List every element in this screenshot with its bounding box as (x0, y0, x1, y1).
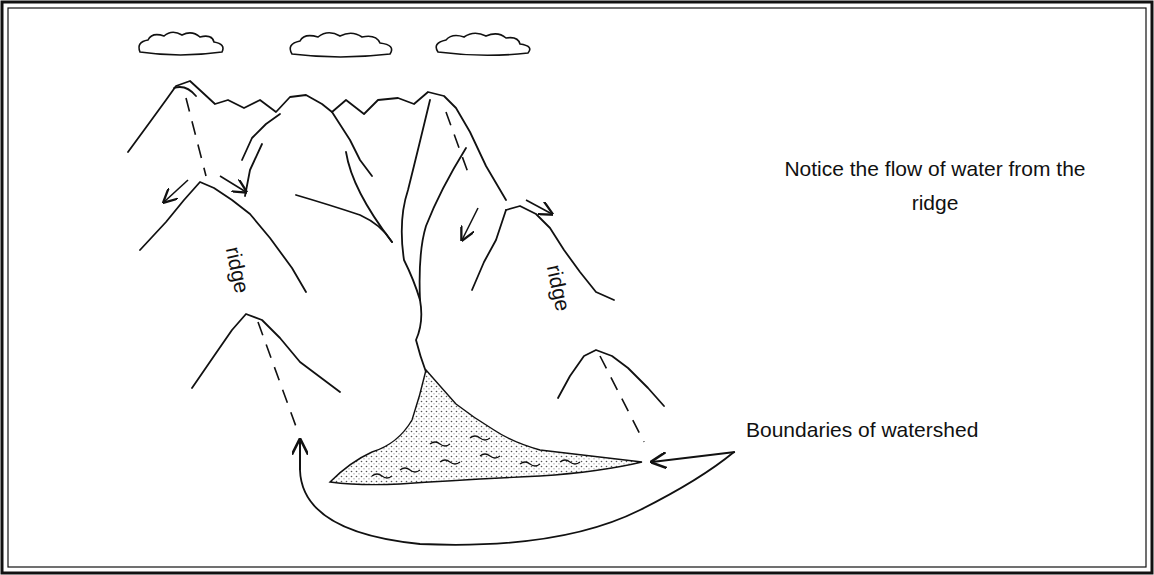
ridge-label: ridge (537, 262, 580, 315)
lake (330, 370, 642, 485)
watershed-boundary (300, 440, 735, 545)
clouds (139, 32, 530, 57)
streams (296, 100, 466, 372)
mountains (128, 81, 664, 406)
ridge-label: ridge (216, 244, 259, 297)
boundary-label: Boundaries of watershed (746, 413, 978, 447)
dashed-ridge-lines (186, 98, 644, 442)
flow-arrows (164, 176, 552, 240)
note-text: Notice the flow of water from the ridge (770, 152, 1100, 220)
